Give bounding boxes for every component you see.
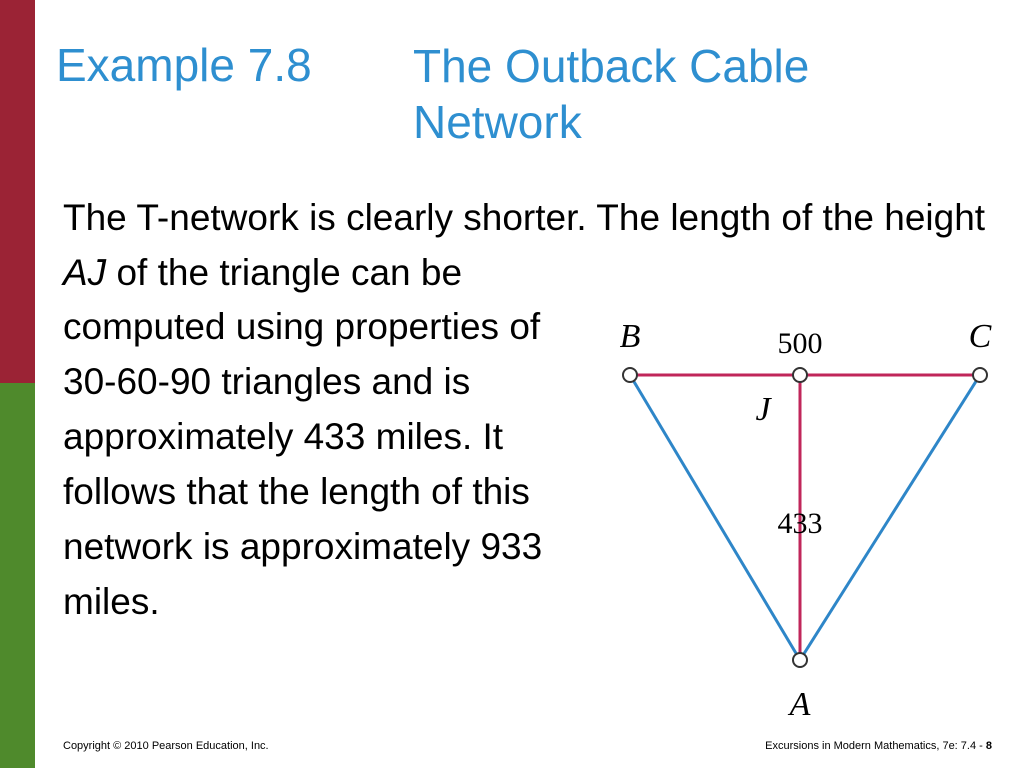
page-number: 8: [985, 740, 992, 752]
t-network-diagram: B 500 C J 433 A: [620, 318, 992, 723]
label-length-aj: 433: [778, 507, 823, 540]
footer-book-title: Excursions in Modern Mathematics, 7e: 7.…: [765, 740, 986, 752]
label-length-bc: 500: [778, 327, 823, 360]
accent-bar-top: [0, 0, 35, 383]
slide-title-number: Example 7.8: [56, 39, 312, 91]
label-b: B: [620, 318, 641, 355]
footer-copyright: Copyright © 2010 Pearson Education, Inc.: [63, 740, 269, 752]
node-c: [972, 367, 988, 383]
body-text-column: computed using properties of 30-60-90 tr…: [63, 306, 543, 622]
label-a: A: [788, 686, 811, 723]
node-a: [792, 652, 808, 668]
accent-bar-bottom: [0, 383, 35, 768]
label-c: C: [969, 318, 992, 355]
triangle-edge-ba: [628, 374, 802, 661]
label-j: J: [755, 391, 772, 428]
body-text-lead-post: of the triangle can be: [106, 252, 463, 293]
node-b: [622, 367, 638, 383]
body-text-lead: The T-network is clearly shorter. The le…: [63, 190, 1003, 300]
body-text-lead-italic: AJ: [63, 252, 107, 293]
footer-book: Excursions in Modern Mathematics, 7e: 7.…: [765, 740, 992, 752]
triangle-edge-ca: [798, 374, 982, 661]
slide-title: The Outback Cable Network: [413, 40, 810, 148]
node-j: [792, 367, 808, 383]
body-text-lead-pre: The T-network is clearly shorter. The le…: [63, 197, 986, 238]
